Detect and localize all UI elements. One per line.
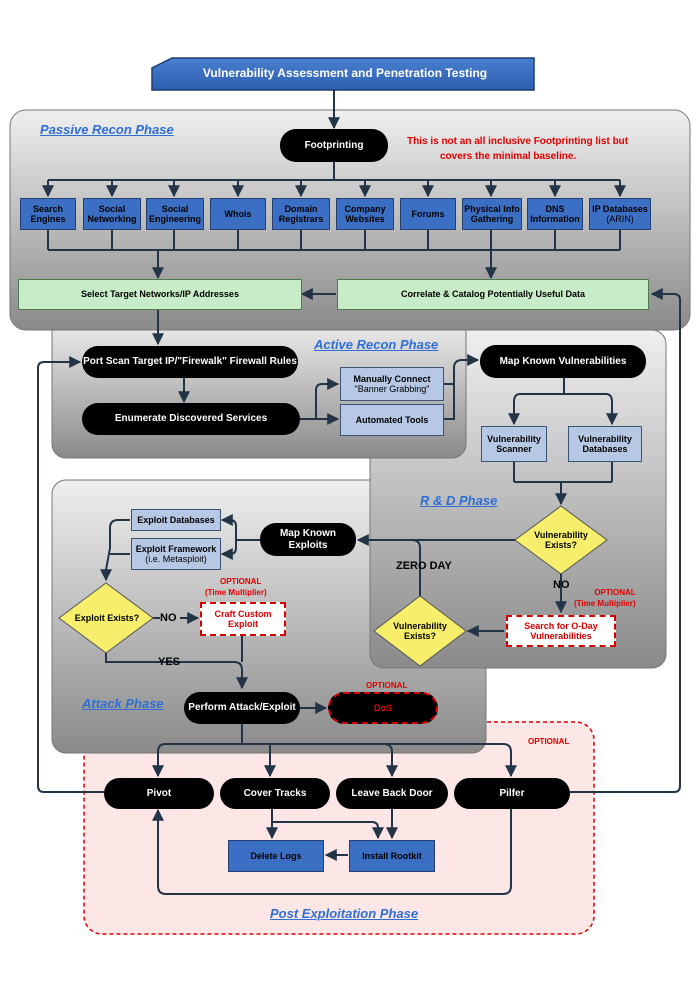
ip-databases-node: IP Databases(ARIN) xyxy=(589,198,651,230)
physical-info-line-1: Physical Info xyxy=(464,203,520,214)
ip-databases-line-2: (ARIN) xyxy=(606,214,634,224)
install-rootkit-node: Install Rootkit xyxy=(349,840,435,872)
search-engines-line-1: Search xyxy=(32,203,64,214)
select-target-networks-node: Select Target Networks/IP Addresses xyxy=(18,279,302,310)
company-websites-line-2: Websites xyxy=(345,214,385,224)
domain-registrars-line-1: Domain xyxy=(284,203,318,214)
vulnerability-exists-line-1: Vulnerability xyxy=(534,529,588,540)
dos-node: DoS xyxy=(328,692,438,724)
search-0-day-line-1: Search for O-Day xyxy=(524,620,598,631)
whois-node: Whois xyxy=(210,198,266,230)
exploit-exists-label: Exploit Exists? xyxy=(74,612,140,623)
footprinting-note-line-1: This is not an all inclusive Footprintin… xyxy=(407,136,629,147)
vulnerability-databases-line-2: Databases xyxy=(582,444,628,454)
search-0-day-line-2: Vulnerabilities xyxy=(530,631,592,641)
automated-tools-node: Automated Tools xyxy=(340,404,444,436)
map-known-vulnerabilities-node: Map Known Vulnerabilities xyxy=(480,345,646,378)
title-banner xyxy=(151,57,535,91)
search-engines-line-2: Engines xyxy=(30,214,66,224)
zero-day-vulnerability-exists-line-2: Exists? xyxy=(403,631,436,641)
exploit-framework-node: Exploit Framework(i.e. Metasploit) xyxy=(131,538,221,570)
vulnerability-scanner-line-1: Vulnerability xyxy=(487,433,541,444)
attack-yes-label: YES xyxy=(158,656,181,668)
craft-custom-line-2: Exploit xyxy=(227,619,258,629)
rnd-phase-label: R & D Phase xyxy=(420,493,498,508)
zero-day-vulnerability-exists-line-1: Vulnerability xyxy=(393,620,447,631)
delete-logs-node: Delete Logs xyxy=(228,840,324,872)
map-known-exploits-node: Map Known Exploits xyxy=(260,523,356,556)
post-exploitation-panel xyxy=(83,721,595,935)
perform-attack-node: Perform Attack/Exploit xyxy=(184,692,300,724)
post-exploitation-phase-label: Post Exploitation Phase xyxy=(270,906,419,921)
craft-custom-line-1: Craft Custom xyxy=(214,608,272,619)
vulnerability-exists-line-2: Exists? xyxy=(544,540,577,550)
cover-tracks-node: Cover Tracks xyxy=(220,778,330,809)
post-optional-label: OPTIONAL xyxy=(528,737,570,746)
social-networking-line-1: Social xyxy=(98,203,126,214)
attack-no-label: NO xyxy=(160,612,177,624)
enumerate-services-node: Enumerate Discovered Services xyxy=(82,403,300,435)
social-engineering-line-1: Social xyxy=(161,203,189,214)
domain-registrars-line-2: Registrars xyxy=(278,214,324,224)
vulnerability-scanner-line-2: Scanner xyxy=(496,444,532,454)
leave-back-door-node: Leave Back Door xyxy=(336,778,448,809)
dns-information-line-2: Information xyxy=(530,214,580,224)
attack-phase-label: Attack Phase xyxy=(82,696,164,711)
exploit-databases-node: Exploit Databases xyxy=(131,509,221,531)
attack-time-multiplier-label: (Time Multiplier) xyxy=(205,588,267,597)
rnd-no-label: NO xyxy=(553,579,570,591)
ip-databases-line-1: IP Databases xyxy=(592,203,648,214)
company-websites-line-1: Company xyxy=(344,203,386,214)
title-banner-text: Vulnerability Assessment and Penetration… xyxy=(202,66,488,81)
forums-node: Forums xyxy=(400,198,456,230)
attack-optional-label: OPTIONAL xyxy=(220,577,262,586)
dos-optional-label: OPTIONAL xyxy=(366,681,408,690)
social-networking-line-2: Networking xyxy=(87,214,137,224)
exploit-framework-line-1: Exploit Framework xyxy=(135,543,217,554)
footprinting-node: Footprinting xyxy=(280,129,388,162)
rnd-optional-label: OPTIONAL xyxy=(594,588,636,597)
physical-info-line-2: Gathering xyxy=(470,214,514,224)
dns-information-line-1: DNS xyxy=(545,203,565,214)
social-engineering-line-2: Engineering xyxy=(148,214,201,224)
zero-day-label: ZERO DAY xyxy=(396,560,452,572)
active-recon-phase-label: Active Recon Phase xyxy=(314,337,439,352)
pilfer-node: Pilfer xyxy=(454,778,570,809)
passive-recon-phase-label: Passive Recon Phase xyxy=(40,122,174,137)
rnd-time-multiplier-label: (Time Multiplier) xyxy=(574,599,636,608)
port-scan-node: Port Scan Target IP/"Firewalk" Firewall … xyxy=(82,346,298,378)
manually-connect-node: Manually Connect"Banner Grabbing" xyxy=(340,367,444,401)
vulnerability-databases-line-1: Vulnerability xyxy=(578,433,632,444)
metasploit-line: (i.e. Metasploit) xyxy=(145,554,207,564)
manually-connect-line-1: Manually Connect xyxy=(353,373,431,384)
footprinting-note-line-2: covers the minimal baseline. xyxy=(440,151,577,162)
zero-day-vulnerability-exists-diamond xyxy=(373,595,467,667)
pivot-node: Pivot xyxy=(104,778,214,809)
correlate-catalog-node: Correlate & Catalog Potentially Useful D… xyxy=(337,279,649,310)
banner-grabbing-line: "Banner Grabbing" xyxy=(354,384,430,394)
